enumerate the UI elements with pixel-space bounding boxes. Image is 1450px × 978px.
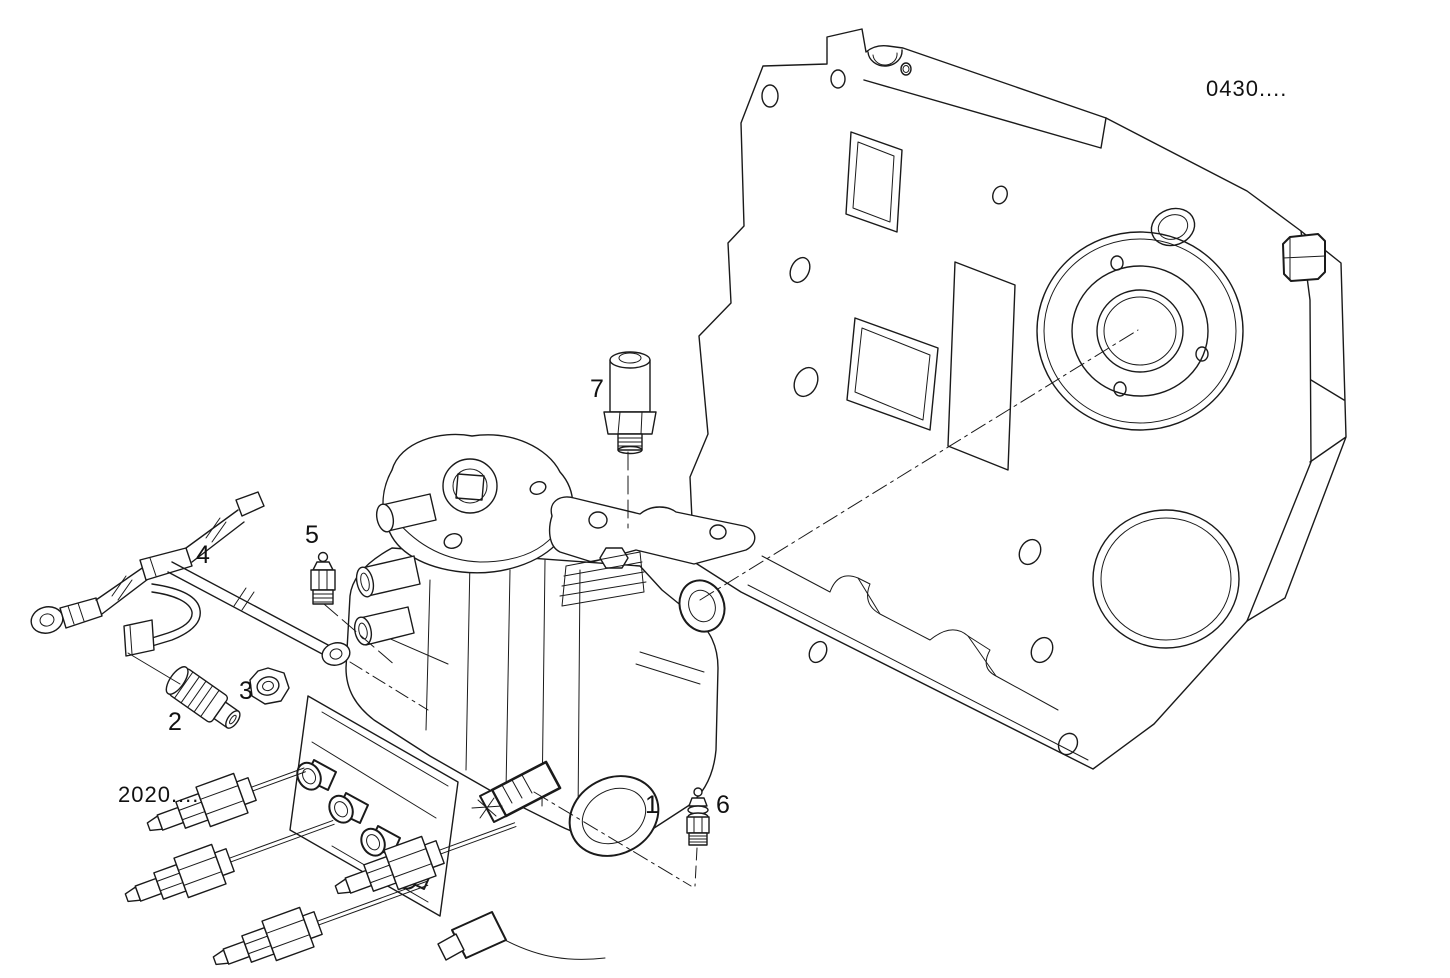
- injector-pipe-unions: [124, 767, 517, 966]
- bleed-fitting-part-6: [686, 787, 710, 846]
- callout-7[interactable]: 7: [590, 375, 604, 403]
- ref-label-gear-case[interactable]: 0430....: [1206, 76, 1287, 101]
- callout-5[interactable]: 5: [305, 521, 319, 549]
- callout-1[interactable]: 1: [645, 791, 659, 819]
- nut-part: [249, 667, 290, 705]
- pump-solenoid: [471, 760, 562, 823]
- sensor-part-7: [603, 351, 657, 455]
- case-side-tab: [1282, 233, 1326, 282]
- callout-3[interactable]: 3: [239, 677, 253, 705]
- callout-4[interactable]: 4: [196, 541, 210, 569]
- timing-gear-case: [689, 28, 1347, 770]
- ref-label-injector-pipes[interactable]: 2020....: [118, 782, 199, 807]
- fitting-part-5: [310, 551, 336, 605]
- fuel-return-line: [30, 491, 351, 666]
- callout-6[interactable]: 6: [716, 791, 730, 819]
- plug-part: [165, 666, 241, 729]
- fuel-injection-pump: [289, 433, 756, 961]
- callout-2[interactable]: 2: [168, 708, 182, 736]
- assembly-centerlines: [127, 329, 1139, 887]
